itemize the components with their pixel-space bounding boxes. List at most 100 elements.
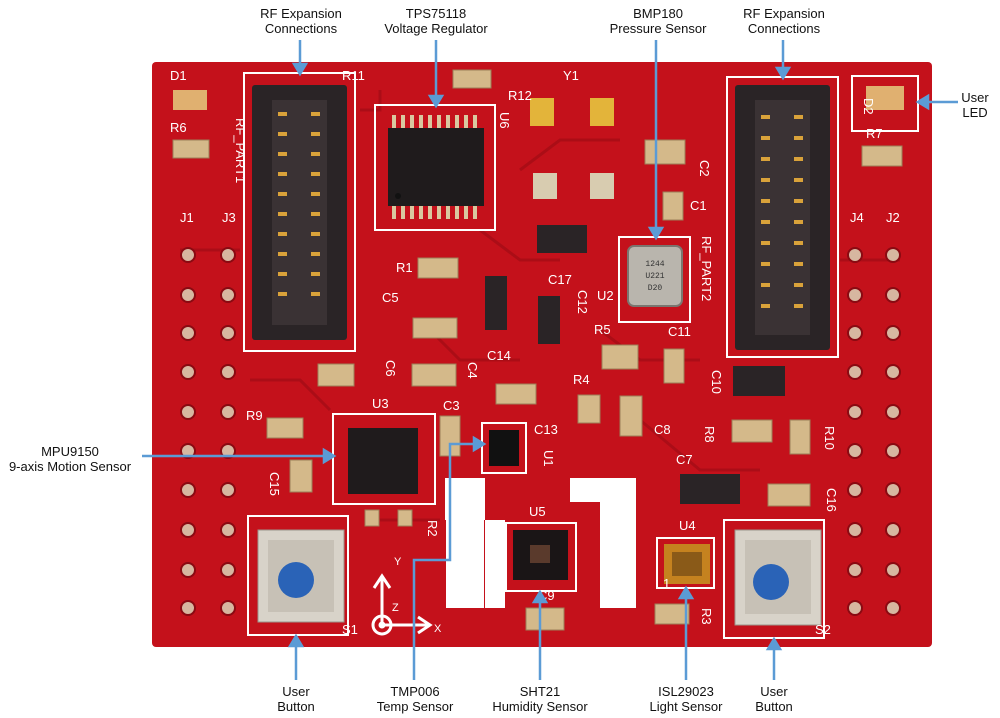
user-led-part: [866, 86, 904, 110]
svg-text:D20: D20: [648, 284, 663, 293]
callout-box-mpu: [332, 413, 436, 505]
silk-s2: S2: [815, 622, 831, 637]
silk-r2: R2: [425, 520, 440, 537]
button-s1: [257, 529, 345, 623]
led-d1: [173, 90, 207, 110]
silk-d1: D1: [170, 68, 187, 83]
silk-d2: D2: [861, 98, 876, 115]
label-isl-line2: Light Sensor: [649, 699, 723, 714]
axis-z-label: Z: [392, 602, 399, 614]
label-tmp006: TMP006 Temp Sensor: [360, 684, 470, 714]
silk-rf_part1: RF_PART1: [233, 118, 248, 183]
dark-components: [485, 225, 785, 504]
rf-connector-right: [735, 85, 830, 350]
label-user-button-right-line2: Button: [755, 699, 793, 714]
silk-j1: J1: [180, 210, 194, 225]
silk-c2: C2: [697, 160, 712, 177]
silk-c1: C1: [690, 198, 707, 213]
silk-c7: C7: [676, 452, 693, 467]
silk-c15: C15: [267, 472, 282, 496]
label-tps-line2: Voltage Regulator: [384, 21, 488, 36]
label-isl: ISL29023 Light Sensor: [628, 684, 744, 714]
board-cutouts: [445, 478, 636, 608]
silk-r9: R9: [246, 408, 263, 423]
silk-c8: C8: [654, 422, 671, 437]
axis-y-label: Y: [394, 556, 402, 568]
callout-box-button-left: [247, 515, 349, 636]
bmp180-chip: 1244 U221 D20: [627, 245, 683, 307]
label-mpu-line2: 9-axis Motion Sensor: [8, 459, 132, 474]
silk-s1: S1: [342, 622, 358, 637]
tps75118-chip: [388, 115, 484, 219]
silk-u6: U6: [497, 112, 512, 129]
tmp006-chip: [489, 430, 519, 466]
label-user-led: User LED: [952, 90, 998, 120]
svg-text:U221: U221: [645, 272, 664, 281]
silk-y1: Y1: [563, 68, 579, 83]
header-j2: [885, 247, 901, 616]
button-s2: [734, 529, 822, 626]
label-rf-right-line2: Connections: [747, 21, 821, 36]
label-user-led-line1: User: [961, 90, 989, 105]
silk-j3: J3: [222, 210, 236, 225]
label-sht21-line2: Humidity Sensor: [492, 699, 588, 714]
silk-one: 1: [663, 576, 670, 591]
label-user-led-line2: LED: [962, 105, 988, 120]
passive-components: [172, 69, 903, 631]
label-rf-right: RF Expansion Connections: [729, 6, 839, 36]
silk-c6: C6: [383, 360, 398, 377]
silk-u2: U2: [597, 288, 614, 303]
label-bmp-line2: Pressure Sensor: [609, 21, 707, 36]
silk-c17: C17: [548, 272, 572, 287]
sht21-chip: [513, 530, 568, 580]
silk-rf_part2: RF_PART2: [699, 236, 714, 301]
label-mpu-line1: MPU9150: [41, 444, 99, 459]
callout-box-sht: [505, 522, 577, 592]
silk-j2: J2: [886, 210, 900, 225]
axis-x-label: X: [434, 623, 442, 635]
axes-symbol: [371, 573, 433, 636]
rf-connector-left: [252, 85, 347, 340]
label-bmp: BMP180 Pressure Sensor: [598, 6, 718, 36]
label-tmp006-line1: TMP006: [390, 684, 440, 699]
callout-boxes: [243, 72, 919, 639]
label-tps-line1: TPS75118: [405, 6, 467, 21]
silk-r6: R6: [170, 120, 187, 135]
silk-u5: U5: [529, 504, 546, 519]
silk-c4: C4: [465, 362, 480, 379]
header-j3: [220, 247, 236, 616]
silk-r4: R4: [573, 372, 590, 387]
label-user-button-left-line2: Button: [277, 699, 315, 714]
label-tps: TPS75118 Voltage Regulator: [370, 6, 502, 36]
silk-r5: R5: [594, 322, 611, 337]
crystal-y1: [530, 98, 614, 126]
label-user-button-left: User Button: [266, 684, 326, 714]
header-j1: [180, 247, 196, 616]
silk-r8: R8: [702, 426, 717, 443]
callout-lines: [142, 40, 958, 680]
silk-c5: C5: [382, 290, 399, 305]
label-isl-line1: ISL29023: [658, 684, 714, 699]
silk-c12: C12: [575, 290, 590, 314]
label-sht21-line1: SHT21: [519, 684, 561, 699]
label-mpu: MPU9150 9-axis Motion Sensor: [0, 444, 140, 474]
callout-box-led: [851, 75, 919, 132]
silk-r7: R7: [866, 126, 883, 141]
silk-r1: R1: [396, 260, 413, 275]
header-j4: [847, 247, 863, 616]
silk-r10: R10: [822, 426, 837, 450]
mpu9150-chip: [348, 428, 418, 494]
label-sht21: SHT21 Humidity Sensor: [480, 684, 600, 714]
silk-c10: C10: [709, 370, 724, 394]
label-rf-left: RF Expansion Connections: [246, 6, 356, 36]
u2-marking: 1244: [645, 260, 664, 269]
silk-r3: R3: [699, 608, 714, 625]
silk-j4: J4: [850, 210, 864, 225]
pads-misc: [533, 173, 614, 199]
isl29023-chip: [664, 544, 710, 584]
label-user-button-right-line1: User: [760, 684, 788, 699]
label-bmp-line1: BMP180: [633, 6, 683, 21]
silk-c11: C11: [668, 324, 691, 339]
silk-c13: C13: [534, 422, 558, 437]
